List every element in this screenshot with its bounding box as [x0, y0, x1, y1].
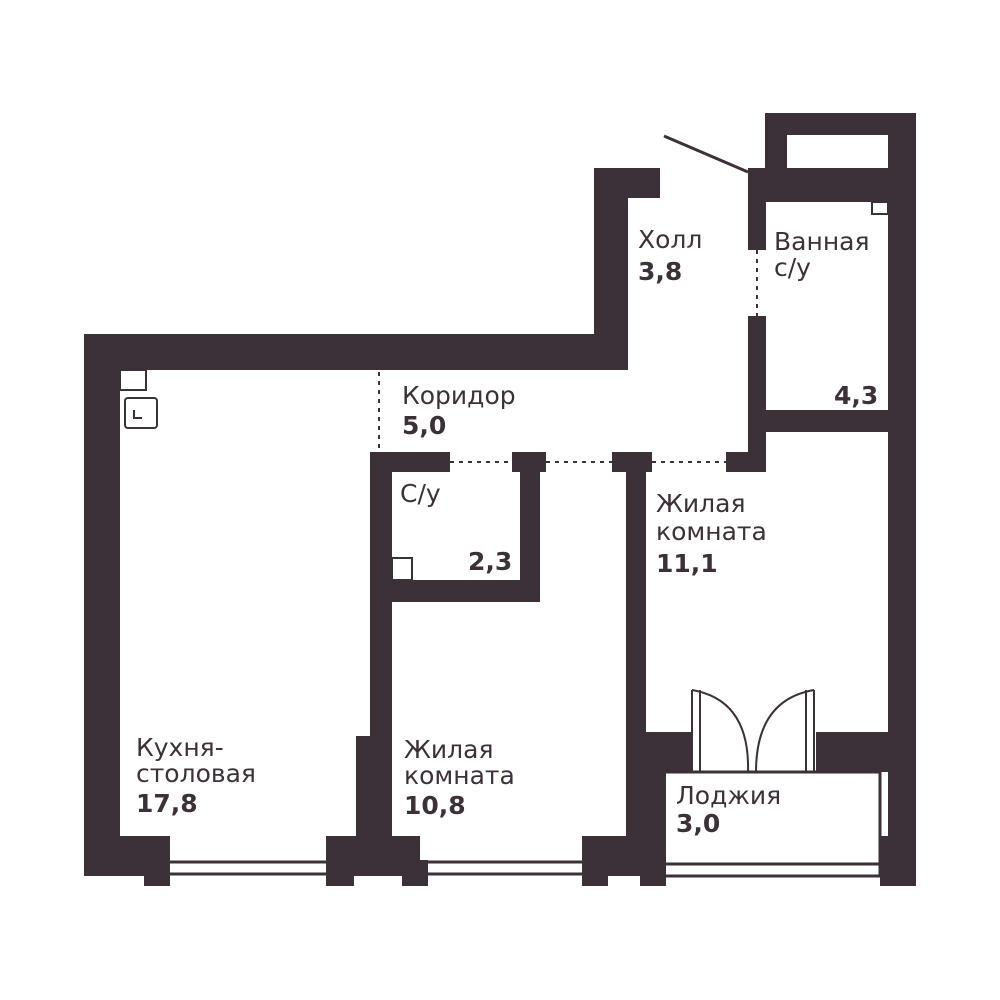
- room-area-corridor: 5,0: [402, 411, 447, 440]
- wall-bottom-1b: [144, 860, 170, 886]
- wall-living1-bottom-left: [626, 732, 692, 772]
- room-area-living1: 11,1: [656, 549, 718, 578]
- room-name-hall: Холл: [638, 225, 703, 254]
- wall-bottom-4: [880, 836, 916, 886]
- room-name-wc: С/у: [400, 479, 441, 508]
- wall-wc-bottom: [370, 580, 540, 602]
- ventilation-shaft-bath: [871, 201, 889, 215]
- room-name-loggia: Лоджия: [676, 781, 782, 810]
- ventilation-shaft-kitchen: [119, 369, 147, 391]
- loggia-door-left-leaf: [691, 689, 750, 773]
- wall-bath-left-lower: [748, 316, 766, 470]
- room-name-living1-line2: комната: [656, 517, 767, 546]
- wall-outer-left: [84, 334, 120, 876]
- room-name-living2-line2: комната: [404, 761, 515, 790]
- wall-wc-right: [520, 452, 540, 602]
- room-area-living2: 10,8: [404, 791, 466, 820]
- wall-bottom-2c: [402, 860, 428, 886]
- wall-hall-left: [594, 168, 628, 370]
- wall-bath-bottom: [748, 410, 888, 432]
- room-name-kitchen-line2: столовая: [136, 759, 256, 788]
- wall-corridor-stub-right: [726, 452, 766, 472]
- room-name-bath-line2: с/у: [774, 253, 811, 282]
- wall-balcony-top: [765, 113, 916, 135]
- wall-balcony-left: [765, 113, 787, 173]
- room-name-living1-line1: Жилая: [656, 489, 746, 518]
- kitchen-sink-icon: [124, 397, 158, 429]
- wall-outer-top-left: [84, 334, 628, 370]
- room-area-bath: 4,3: [834, 381, 879, 410]
- wall-bottom-3b: [582, 860, 608, 886]
- wall-living1-bottom-right: [816, 732, 916, 772]
- room-name-corridor: Коридор: [402, 381, 516, 410]
- wall-bottom-2b: [326, 860, 354, 886]
- wall-bottom-3c: [640, 860, 666, 886]
- kitchen-sink-tap: [133, 410, 142, 419]
- room-area-loggia: 3,0: [676, 809, 721, 838]
- entry-door: [663, 134, 749, 174]
- wall-bath-left-upper: [748, 168, 766, 250]
- room-name-bath-line1: Ванная: [774, 227, 870, 256]
- room-area-hall: 3,8: [638, 257, 683, 286]
- room-area-kitchen: 17,8: [136, 789, 198, 818]
- loggia-door-right-leaf: [755, 689, 815, 773]
- wall-hall-top: [594, 168, 660, 198]
- room-area-wc: 2,3: [468, 547, 513, 576]
- room-name-kitchen-line1: Кухня-: [136, 733, 224, 762]
- ventilation-shaft-wc: [391, 557, 413, 581]
- room-name-living2-line1: Жилая: [404, 735, 494, 764]
